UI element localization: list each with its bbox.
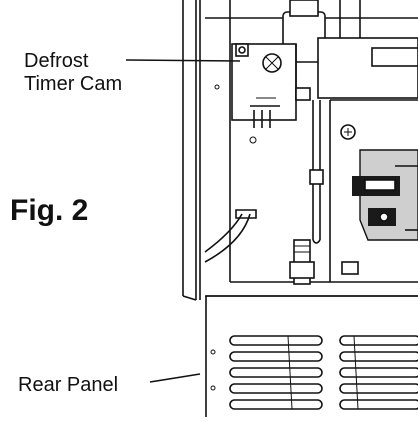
rear-panel: [205, 295, 418, 417]
defrost-timer-assembly: [231, 43, 311, 144]
callout-defrost-line1: Defrost: [24, 50, 89, 72]
cabinet-side-wall: [182, 0, 197, 301]
figure-label: Fig. 2: [10, 194, 89, 227]
callout-rear-panel: Rear Panel: [18, 374, 119, 396]
callout-defrost-line2: Timer Cam: [24, 73, 123, 95]
leader-line-rear-panel: [149, 373, 201, 383]
right-panel: [329, 99, 418, 282]
top-pipe: [282, 0, 418, 99]
panel-screw: [340, 124, 356, 140]
callout-defrost-timer-cam: Defrost Timer Cam: [24, 50, 122, 96]
power-cord: [204, 209, 257, 263]
side-hole: [214, 84, 220, 90]
control-module: [352, 149, 418, 241]
bottom-fittings: [289, 239, 359, 285]
leader-line-defrost: [125, 59, 241, 62]
rear-panel-vents: [229, 335, 418, 410]
vertical-tube: [309, 100, 324, 244]
